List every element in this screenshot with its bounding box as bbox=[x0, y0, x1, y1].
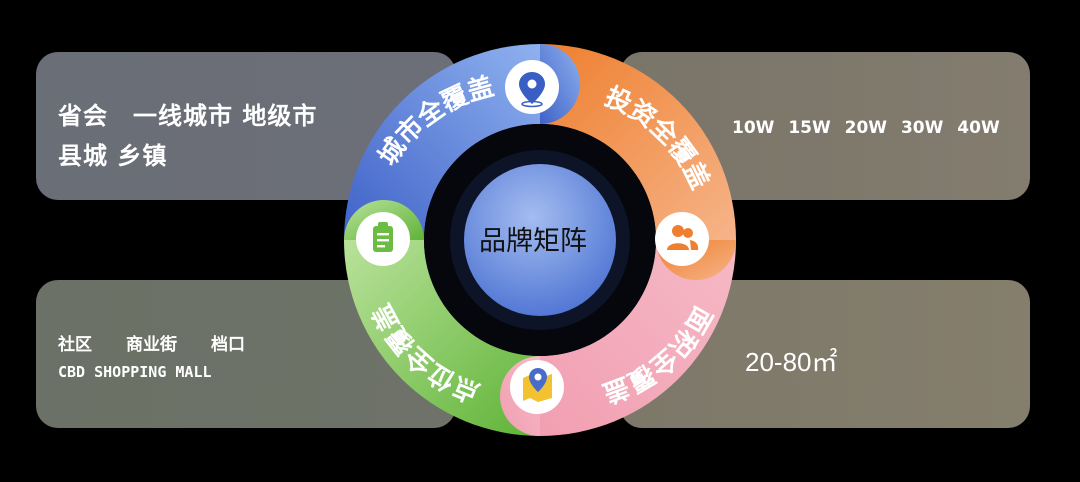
area-range-text: 20-80㎡ bbox=[745, 347, 838, 377]
map-pin-icon bbox=[510, 360, 564, 414]
clipboard-icon bbox=[356, 212, 410, 266]
commercial-types-text: CBD SHOPPING MALL bbox=[58, 363, 212, 381]
county-town-text: 县城 乡镇 bbox=[58, 142, 168, 170]
city-coverage-segment bbox=[344, 44, 540, 240]
location-pin-icon bbox=[505, 60, 559, 114]
city-tiers-text: 省会 一线城市 地级市 bbox=[58, 102, 318, 130]
investment-coverage-segment bbox=[540, 44, 736, 240]
center-disc bbox=[464, 164, 616, 316]
area-coverage-segment bbox=[540, 240, 736, 436]
investment-amounts-text: 10W 15W 20W 30W 40W bbox=[732, 118, 1000, 138]
center-title: 品牌矩阵 bbox=[479, 226, 587, 257]
location-types-text: 社区 商业街 档口 bbox=[58, 335, 245, 355]
people-icon bbox=[655, 212, 709, 266]
location-coverage-segment bbox=[344, 240, 540, 436]
